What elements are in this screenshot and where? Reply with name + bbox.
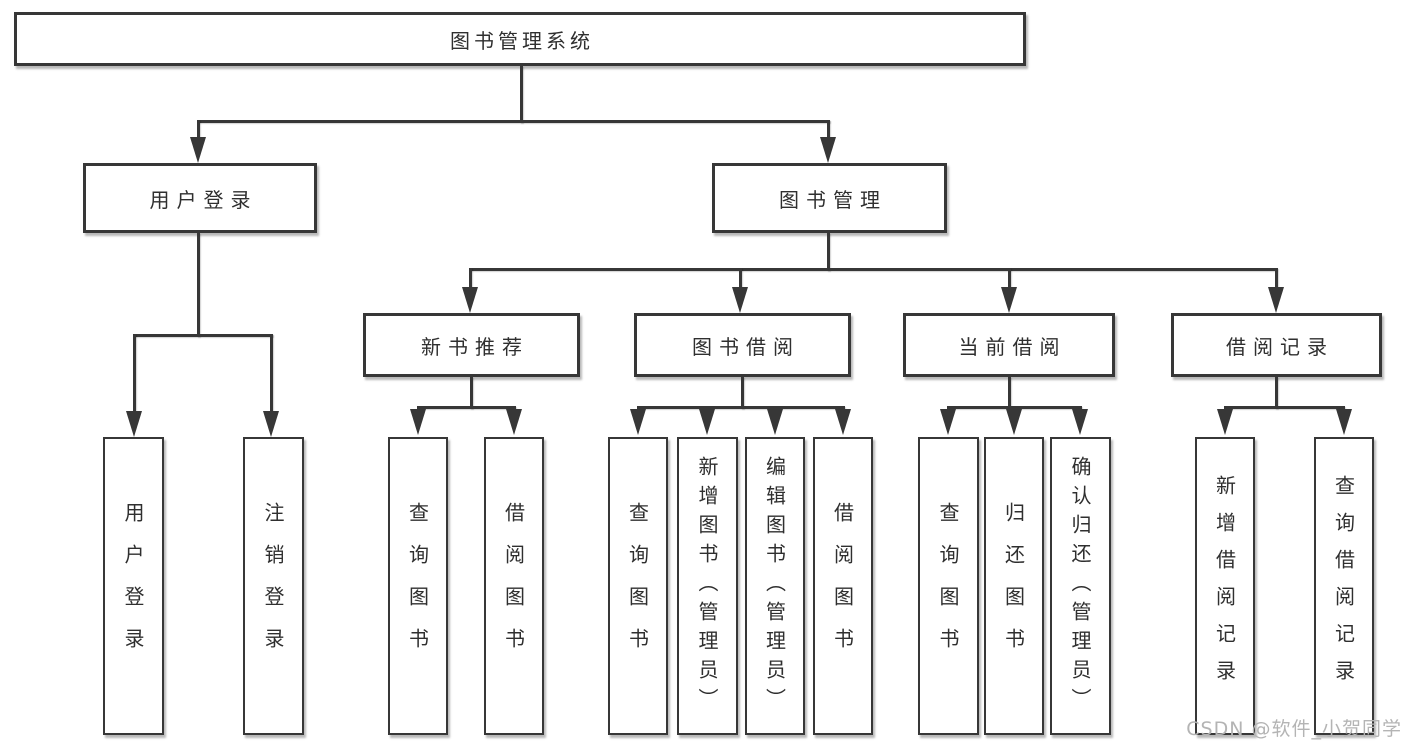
arrowhead-cb-confirm: [1072, 409, 1088, 435]
leaf-bb-edit-books-admin-label: 编辑图书（管理员）: [762, 455, 787, 717]
connector-user-login-stem: [197, 233, 200, 337]
node-current-borrow-label: 当前借阅: [958, 334, 1067, 359]
arrowhead-book-mgmt: [820, 137, 836, 163]
csdn-watermark: CSDN @软件_小贺同学: [1186, 718, 1402, 740]
leaf-br-add-record-label: 新增借阅记录: [1212, 475, 1237, 697]
arrowhead-br-add: [1217, 409, 1233, 435]
connector-book-borrow-stem: [741, 377, 744, 409]
connector-new-book-branch: [417, 406, 516, 409]
node-book-borrow-label: 图书借阅: [692, 334, 800, 359]
leaf-nb-borrow-books-label: 借阅图书: [501, 502, 526, 670]
connector-drop-login-leaf: [133, 334, 136, 411]
leaf-logout-label: 注销登录: [261, 502, 285, 670]
connector-current-borrow-branch: [947, 406, 1082, 409]
node-new-book-recommend: 新书推荐: [363, 313, 580, 377]
connector-drop-book-borrow: [739, 268, 742, 290]
connector-current-borrow-stem: [1008, 377, 1011, 409]
leaf-br-query-record-label: 查询借阅记录: [1331, 475, 1356, 697]
arrowhead-borrow-record: [1268, 287, 1284, 313]
connector-book-mgmt-stem: [827, 233, 830, 271]
node-borrow-record-label: 借阅记录: [1226, 334, 1334, 359]
arrowhead-bb-edit: [767, 409, 783, 435]
arrowhead-bb-add: [699, 409, 715, 435]
arrowhead-cb-query: [940, 409, 956, 435]
arrowhead-nb-borrow: [506, 409, 522, 435]
leaf-bb-add-books-admin-label: 新增图书（管理员）: [695, 455, 719, 717]
leaf-user-login-label: 用户登录: [121, 502, 145, 670]
connector-user-login-branch: [133, 334, 273, 337]
leaf-bb-borrow-books-label: 借阅图书: [830, 502, 855, 670]
node-book-mgmt-label: 图书管理: [779, 187, 887, 212]
connector-drop-book-mgmt: [827, 120, 830, 140]
connector-drop-borrow-record: [1275, 268, 1278, 290]
connector-borrow-record-branch: [1224, 406, 1345, 409]
leaf-nb-query-books-label: 查询图书: [405, 502, 430, 670]
arrowhead-current-borrow: [1001, 287, 1017, 313]
leaf-cb-query-books-label: 查询图书: [936, 502, 960, 670]
leaf-user-login: 用户登录: [103, 437, 164, 735]
node-root-label: 图书管理系统: [450, 28, 594, 53]
arrowhead-bb-borrow: [835, 409, 851, 435]
connector-drop-logout-leaf: [270, 334, 273, 411]
connector-drop-new-book: [469, 268, 472, 290]
leaf-nb-borrow-books: 借阅图书: [484, 437, 544, 735]
node-user-login: 用户登录: [83, 163, 317, 233]
leaf-bb-query-books: 查询图书: [608, 437, 668, 735]
connector-drop-user-login: [197, 120, 200, 140]
connector-new-book-stem: [470, 377, 473, 409]
leaf-bb-query-books-label: 查询图书: [625, 502, 650, 670]
arrowhead-new-book: [462, 287, 478, 313]
arrowhead-logout-leaf: [263, 411, 279, 437]
connector-root-stem: [520, 66, 523, 123]
arrowhead-nb-query: [410, 409, 426, 435]
leaf-nb-query-books: 查询图书: [388, 437, 448, 735]
arrowhead-cb-return: [1006, 409, 1022, 435]
connector-level3-branch: [469, 268, 1277, 271]
leaf-bb-add-books-admin: 新增图书（管理员）: [677, 437, 738, 735]
node-new-book-recommend-label: 新书推荐: [421, 334, 529, 359]
connector-drop-current-borrow: [1008, 268, 1011, 290]
arrowhead-book-borrow: [732, 287, 748, 313]
node-borrow-record: 借阅记录: [1171, 313, 1382, 377]
arrowhead-br-query: [1336, 409, 1352, 435]
connector-level1-branch: [197, 120, 830, 123]
leaf-bb-borrow-books: 借阅图书: [813, 437, 873, 735]
leaf-cb-confirm-return-admin: 确认归还（管理员）: [1050, 437, 1111, 735]
leaf-cb-return-books: 归还图书: [984, 437, 1044, 735]
connector-book-borrow-branch: [637, 406, 845, 409]
node-root: 图书管理系统: [14, 12, 1026, 66]
node-book-borrow: 图书借阅: [634, 313, 851, 377]
node-current-borrow: 当前借阅: [903, 313, 1115, 377]
leaf-logout: 注销登录: [243, 437, 304, 735]
node-book-mgmt: 图书管理: [712, 163, 947, 233]
leaf-bb-edit-books-admin: 编辑图书（管理员）: [745, 437, 805, 735]
leaf-cb-query-books: 查询图书: [918, 437, 979, 735]
leaf-br-add-record: 新增借阅记录: [1195, 437, 1255, 735]
leaf-cb-confirm-return-admin-label: 确认归还（管理员）: [1068, 455, 1092, 717]
leaf-cb-return-books-label: 归还图书: [1001, 502, 1026, 670]
arrowhead-user-login: [190, 137, 206, 163]
connector-borrow-record-stem: [1275, 377, 1278, 409]
leaf-br-query-record: 查询借阅记录: [1314, 437, 1374, 735]
arrowhead-bb-query: [630, 409, 646, 435]
arrowhead-login-leaf: [126, 411, 142, 437]
node-user-login-label: 用户登录: [149, 187, 258, 212]
